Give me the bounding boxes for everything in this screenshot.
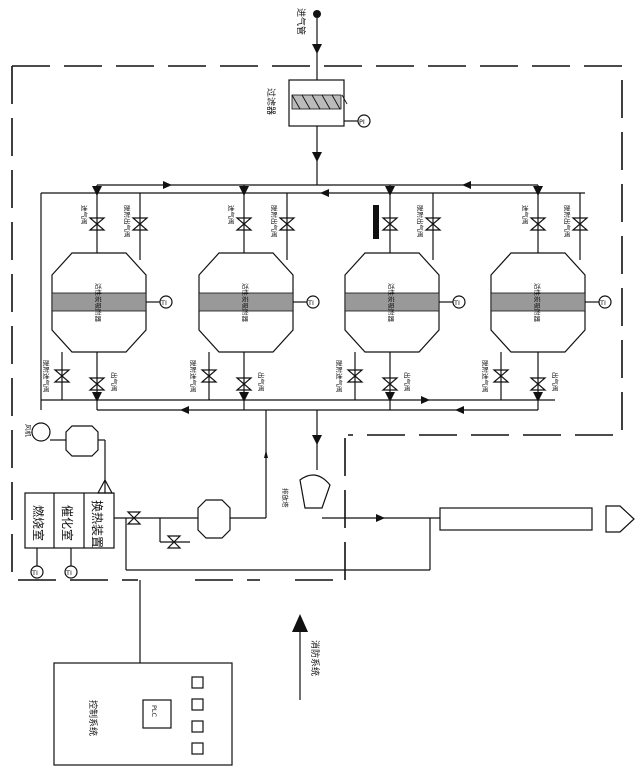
- adsorber-1: 活性炭吸附器 TI 进气阀 脱附出气阀 脱附进气阀 出气阀: [42, 185, 173, 410]
- svg-text:燃烧室: 燃烧室: [31, 505, 46, 541]
- pre-filter: PI 过滤器: [265, 79, 371, 185]
- svg-text:出气阀: 出气阀: [551, 372, 560, 392]
- control-system-label: 控制系统: [87, 700, 99, 736]
- fire-system-inlet: 消防系统: [292, 614, 321, 700]
- svg-text:脱附进气阀: 脱附进气阀: [481, 360, 490, 393]
- svg-text:进气阀: 进气阀: [227, 205, 236, 225]
- pre-filter-label: 过滤器: [265, 88, 277, 115]
- svg-text:TI: TI: [31, 569, 38, 577]
- adsorber-3: 活性炭吸附器 TI 脱附出气阀 脱附进气阀 出气阀: [335, 185, 466, 410]
- svg-text:排放塔: 排放塔: [281, 488, 290, 508]
- svg-text:脱附出气阀: 脱附出气阀: [416, 205, 425, 238]
- outlet-header: [40, 193, 555, 518]
- stack-unit: 排放塔: [281, 445, 635, 533]
- svg-text:换热装置: 换热装置: [90, 500, 104, 548]
- svg-text:脱附进气阀: 脱附进气阀: [42, 360, 51, 393]
- adsorber-4: 活性炭吸附器 TI 进气阀 脱附出气阀 脱附进气阀 出气阀: [481, 185, 612, 410]
- svg-text:催化室: 催化室: [60, 505, 75, 541]
- svg-text:脱附出气阀: 脱附出气阀: [563, 205, 572, 238]
- treatment-unit: 燃烧室 催化室 换热装置 TI TI: [24, 478, 115, 579]
- air-inlet: 进气管: [295, 8, 322, 80]
- svg-text:出气阀: 出气阀: [257, 372, 266, 392]
- svg-text:脱附进气阀: 脱附进气阀: [189, 360, 198, 393]
- svg-text:风机: 风机: [24, 424, 33, 438]
- svg-text:PI: PI: [359, 118, 365, 126]
- fan-unit: 风机: [24, 422, 106, 493]
- enclosure-boundary: [11, 65, 623, 581]
- adsorber-2: 活性炭吸附器 TI 进气阀 脱附出气阀 脱附进气阀 出气阀: [189, 185, 320, 410]
- svg-text:脱附出气阀: 脱附出气阀: [123, 205, 132, 238]
- svg-text:出气阀: 出气阀: [403, 372, 412, 392]
- svg-text:TI: TI: [453, 299, 460, 307]
- svg-text:出气阀: 出气阀: [110, 372, 119, 392]
- svg-text:活性炭吸附器: 活性炭吸附器: [533, 283, 542, 323]
- svg-text:脱附进气阀: 脱附进气阀: [335, 360, 344, 393]
- svg-text:进气阀: 进气阀: [521, 205, 530, 225]
- svg-text:TI: TI: [599, 299, 606, 307]
- svg-text:活性炭吸附器: 活性炭吸附器: [94, 283, 103, 323]
- svg-text:TI: TI: [160, 299, 167, 307]
- inlet-header: [41, 181, 585, 197]
- svg-text:TI: TI: [307, 299, 314, 307]
- exhaust-piping: [114, 450, 431, 571]
- control-cabinet: PLC 控制系统: [53, 580, 233, 766]
- svg-text:PLC: PLC: [150, 705, 158, 718]
- svg-text:脱附出气阀: 脱附出气阀: [270, 205, 279, 238]
- air-inlet-label: 进气管: [295, 8, 307, 35]
- svg-text:活性炭吸附器: 活性炭吸附器: [387, 283, 396, 323]
- svg-text:活性炭吸附器: 活性炭吸附器: [241, 283, 250, 323]
- fire-system-label: 消防系统: [309, 640, 321, 676]
- svg-text:TI: TI: [65, 569, 72, 577]
- svg-text:进气阀: 进气阀: [80, 205, 89, 225]
